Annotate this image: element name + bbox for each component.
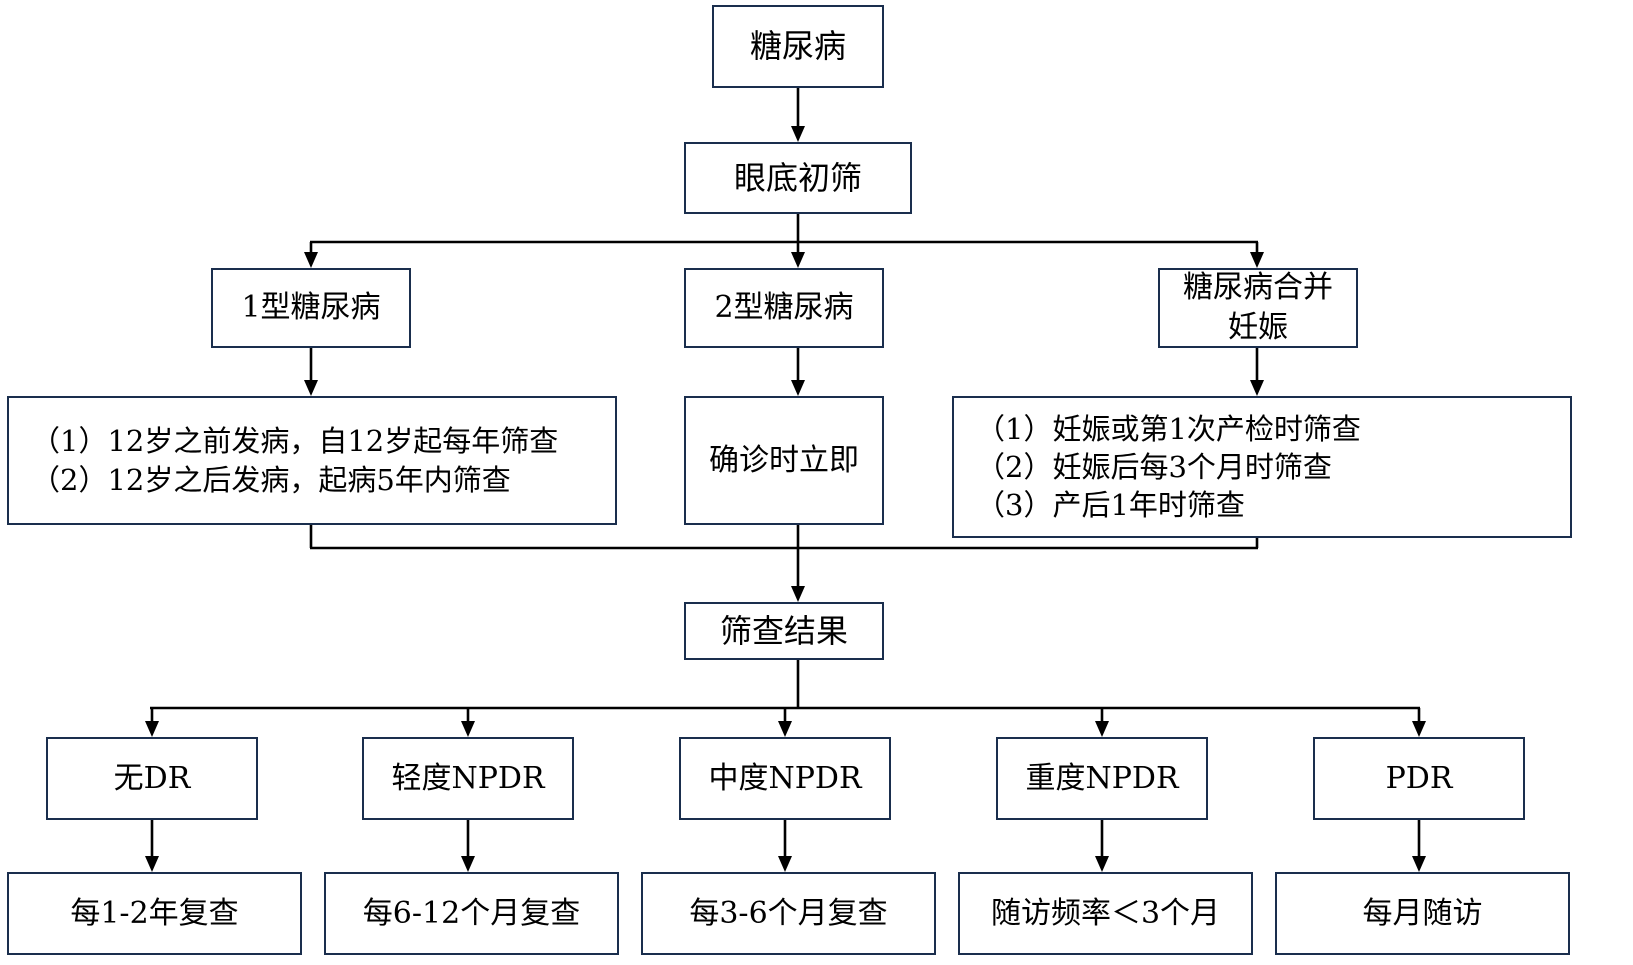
arrowhead-gradebar-to-pdr <box>1412 721 1426 737</box>
node-pregnancy-screening-detail[interactable]: （1）妊娠或第1次产检时筛查 （2）妊娠后每3个月时筛查 （3）产后1年时筛查 <box>952 396 1572 538</box>
node-followup-pdr[interactable]: 每月随访 <box>1275 872 1570 955</box>
arrowhead-pregnancy-to-detail <box>1250 380 1264 396</box>
arrowhead-mild-to-follow <box>461 856 475 872</box>
arrowhead-severe-to-follow <box>1095 856 1109 872</box>
node-grade-no-dr[interactable]: 无DR <box>46 737 258 820</box>
arrowhead-type1-to-detail <box>304 380 318 396</box>
arrowhead-pdr-to-follow <box>1412 856 1426 872</box>
node-type1-diabetes[interactable]: 1型糖尿病 <box>211 268 411 348</box>
node-grade-mild-npdr[interactable]: 轻度NPDR <box>362 737 574 820</box>
arrowhead-moderate-to-follow <box>778 856 792 872</box>
arrowhead-root-to-screening <box>791 126 805 142</box>
node-screening-result[interactable]: 筛查结果 <box>684 602 884 660</box>
node-followup-moderate-npdr[interactable]: 每3-6个月复查 <box>641 872 936 955</box>
arrowhead-merge-to-result <box>791 586 805 602</box>
arrowhead-gradebar-to-severe <box>1095 721 1109 737</box>
node-followup-mild-npdr[interactable]: 每6-12个月复查 <box>324 872 619 955</box>
arrowhead-gradebar-to-none <box>145 721 159 737</box>
node-grade-moderate-npdr[interactable]: 中度NPDR <box>679 737 891 820</box>
arrowhead-gradebar-to-mild <box>461 721 475 737</box>
arrowhead-bar-to-type1 <box>304 252 318 268</box>
node-diabetes-with-pregnancy[interactable]: 糖尿病合并 妊娠 <box>1158 268 1358 348</box>
node-followup-severe-npdr[interactable]: 随访频率＜3个月 <box>958 872 1253 955</box>
arrowhead-type2-to-detail <box>791 380 805 396</box>
node-type1-screening-detail[interactable]: （1）12岁之前发病，自12岁起每年筛查 （2）12岁之后发病，起病5年内筛查 <box>7 396 617 525</box>
node-grade-severe-npdr[interactable]: 重度NPDR <box>996 737 1208 820</box>
node-root[interactable]: 糖尿病 <box>712 5 884 88</box>
arrowhead-none-to-follow <box>145 856 159 872</box>
node-fundus-screening[interactable]: 眼底初筛 <box>684 142 912 214</box>
arrowhead-bar-to-type2 <box>791 252 805 268</box>
node-grade-pdr[interactable]: PDR <box>1313 737 1525 820</box>
arrowhead-gradebar-to-moderate <box>778 721 792 737</box>
node-type2-screening-detail[interactable]: 确诊时立即 <box>684 396 884 525</box>
node-followup-no-dr[interactable]: 每1-2年复查 <box>7 872 302 955</box>
node-type2-diabetes[interactable]: 2型糖尿病 <box>684 268 884 348</box>
arrowhead-bar-to-pregnancy <box>1250 252 1264 268</box>
